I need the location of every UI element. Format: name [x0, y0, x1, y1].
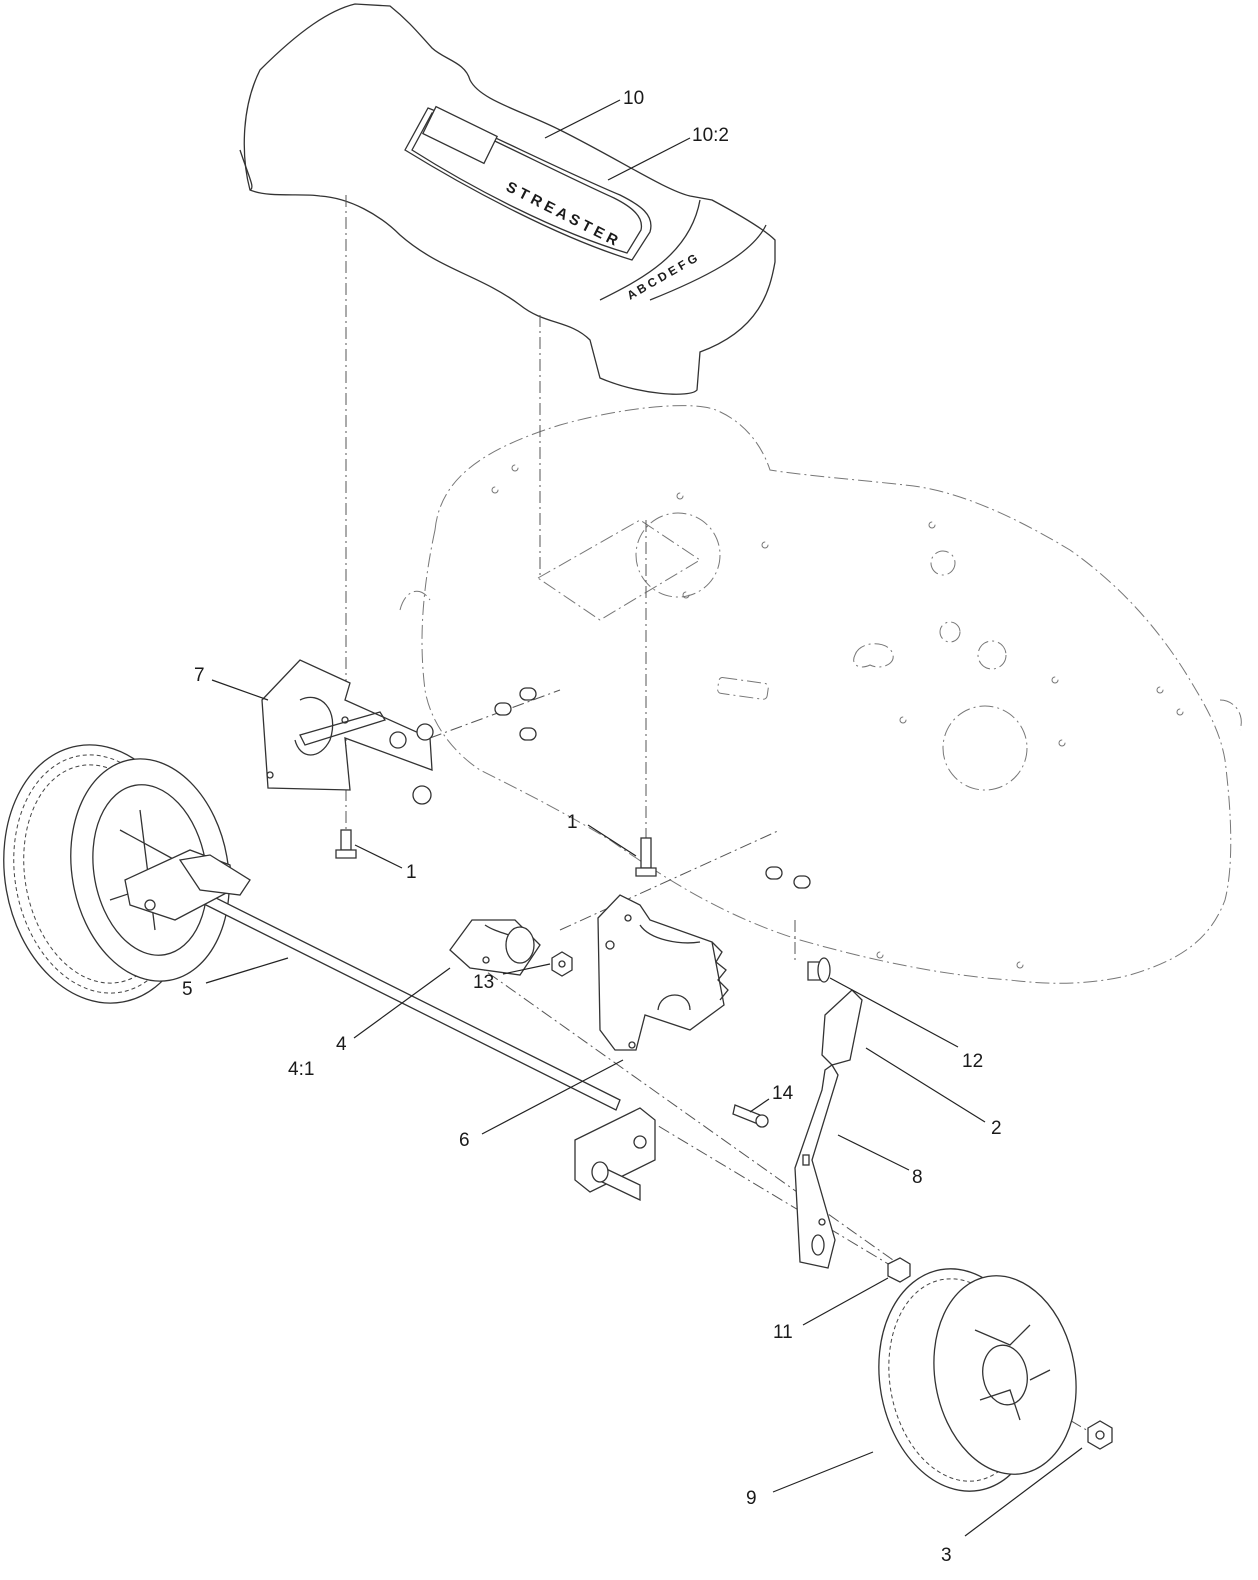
pivot-block: [449, 919, 541, 976]
height-adjust-lever: [794, 1064, 839, 1269]
axle-rod: [124, 849, 621, 1111]
leader-lines: [205, 99, 1083, 1537]
carriage-bolt: [807, 957, 831, 983]
callout-9: 9: [746, 1488, 757, 1509]
shoulder-screw: [732, 1104, 769, 1128]
callout-11: 11: [773, 1322, 793, 1343]
callout-10-2: 10:2: [692, 125, 729, 146]
hex-nut: [551, 951, 573, 977]
callout-5: 5: [182, 979, 193, 1000]
wheel-nut: [1087, 1420, 1113, 1450]
callout-4: 4: [336, 1034, 347, 1055]
bolt-left: [335, 829, 357, 859]
callout-6: 6: [459, 1130, 470, 1151]
assembly-center-lines: [345, 195, 1096, 1436]
callout-labels: 10 10:2 7 1 1 5 4 4:1 13 12 14 2 6 8 11 …: [182, 88, 1002, 1566]
callout-4-1: 4:1: [288, 1059, 314, 1080]
lever-grip: [821, 989, 863, 1066]
front-height-bracket: [597, 894, 729, 1051]
pivot-pins: [494, 687, 811, 889]
callout-1-right: 1: [567, 812, 578, 833]
flange-bolt: [887, 1257, 911, 1283]
mower-deck-phantom: [399, 405, 1242, 984]
bolt-right: [635, 837, 657, 877]
front-axle-bracket: [574, 1107, 656, 1202]
cover-shroud: S T R E A S T E R A B C D E F G: [239, 3, 776, 395]
rear-height-bracket: [261, 659, 434, 805]
callout-1-left: 1: [406, 862, 417, 883]
callout-7: 7: [194, 665, 205, 686]
callout-3: 3: [941, 1545, 952, 1566]
callout-12: 12: [962, 1051, 983, 1072]
callout-8: 8: [912, 1167, 923, 1188]
callout-13: 13: [473, 972, 494, 993]
callout-10: 10: [623, 88, 644, 109]
callout-14: 14: [772, 1083, 794, 1104]
front-right-wheel: [878, 1268, 1077, 1492]
callout-2: 2: [991, 1118, 1002, 1139]
